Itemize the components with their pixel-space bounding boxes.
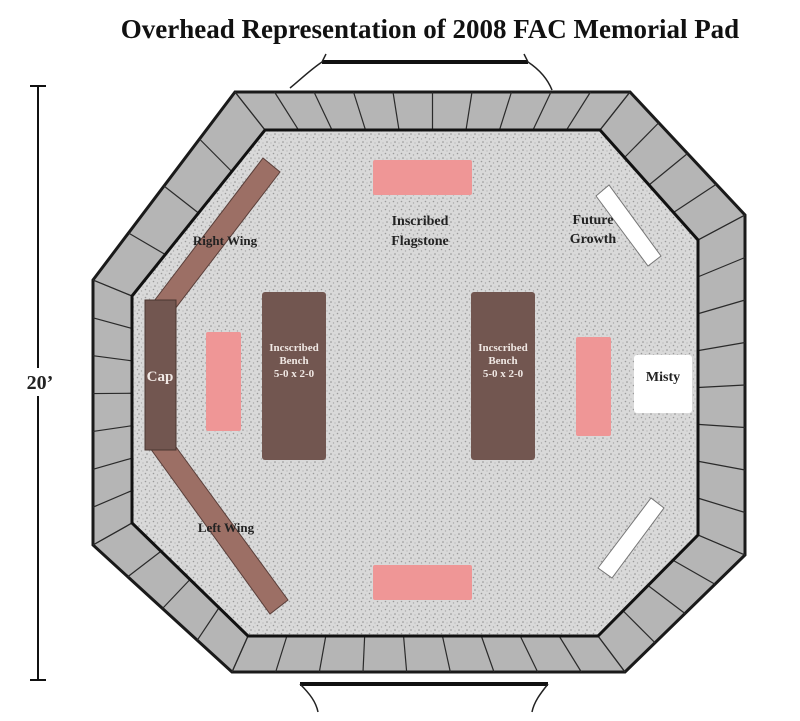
paver-joint: [92, 457, 133, 470]
paver-joint: [313, 91, 333, 131]
paver-joint: [402, 635, 408, 673]
future-growth-label-line2: Growth: [570, 232, 617, 247]
right-wing-label: Right Wing: [193, 233, 258, 248]
paver-joint: [697, 497, 746, 514]
paver-joint: [480, 635, 495, 673]
misty-label: Misty: [646, 370, 680, 385]
paver-joint: [352, 91, 367, 131]
paver-joint: [162, 579, 191, 609]
paver-joint: [648, 153, 688, 186]
paver-joint: [672, 559, 716, 585]
bench-right-label-line1: Incscribed: [478, 342, 528, 354]
bench-right-label-line2: Bench: [488, 355, 517, 367]
paver-joint: [624, 122, 660, 158]
paver-joint: [128, 232, 166, 256]
flagstone-top: [373, 160, 472, 195]
cap-slab: [144, 299, 177, 451]
paver-joint: [697, 460, 746, 471]
dimension-label: 20’: [27, 372, 54, 394]
paver-joint: [234, 91, 266, 131]
paver-joint: [92, 317, 133, 330]
paver-joint: [697, 534, 746, 556]
paver-joint: [273, 91, 300, 131]
paver-joint: [231, 635, 249, 673]
misty-slab: [634, 355, 692, 413]
paver-joint: [92, 279, 133, 297]
paver-joint: [92, 490, 133, 508]
bench-left-label-line2: Bench: [279, 355, 308, 367]
paver-joint: [565, 91, 592, 131]
future-growth-label-line1: Future: [573, 213, 614, 228]
paver-joints: [92, 91, 746, 673]
flagstone-label-line1: Inscribed: [392, 214, 449, 229]
bench-left-label-line3: 5-0 x 2-0: [274, 368, 315, 380]
paver-joint: [532, 91, 552, 131]
paver-joint: [697, 299, 746, 315]
paver-joint: [275, 635, 288, 673]
paver-joint: [318, 635, 327, 673]
paver-joint: [127, 550, 162, 578]
flagstone-label-line2: Flagstone: [391, 234, 449, 249]
paver-joint: [622, 610, 656, 644]
cap-label: Cap: [147, 369, 174, 385]
paver-joint: [558, 635, 582, 673]
paver-joint: [392, 91, 400, 131]
paver-joint: [498, 91, 513, 131]
paver-joint: [697, 256, 746, 278]
bench-right-label-line3: 5-0 x 2-0: [483, 368, 524, 380]
paver-joint: [647, 585, 686, 614]
bench-left-label-line1: Incscribed: [269, 342, 319, 354]
paver-joint: [697, 423, 746, 429]
left-wing-label: Left Wing: [198, 520, 255, 535]
paver-joint: [697, 384, 746, 389]
paver-joint: [519, 635, 539, 673]
lower-right-slab: [597, 497, 665, 579]
flagstone-right: [576, 337, 611, 436]
paver-joint: [92, 425, 133, 433]
paver-joint: [673, 183, 717, 214]
paver-joint: [199, 138, 233, 172]
paver-joint: [441, 635, 451, 673]
paver-joint: [597, 635, 626, 673]
flagstone-left: [206, 332, 241, 431]
future-growth-slab: [595, 184, 662, 267]
paver-joint: [163, 185, 199, 214]
bench-right: [471, 292, 535, 460]
paver-joint: [599, 91, 631, 131]
paver-joint: [697, 214, 746, 241]
paver-joint: [362, 635, 366, 673]
paver-joint: [465, 91, 473, 131]
page-title: Overhead Representation of 2008 FAC Memo…: [120, 14, 740, 44]
paver-joint: [697, 341, 746, 352]
bench-left: [262, 292, 326, 460]
paver-joint: [92, 355, 133, 362]
flagstone-bottom: [373, 565, 472, 600]
paver-joint: [92, 522, 133, 546]
gravel-pad: [130, 128, 700, 638]
edge-curves: [289, 53, 553, 713]
paver-joint: [196, 607, 220, 641]
